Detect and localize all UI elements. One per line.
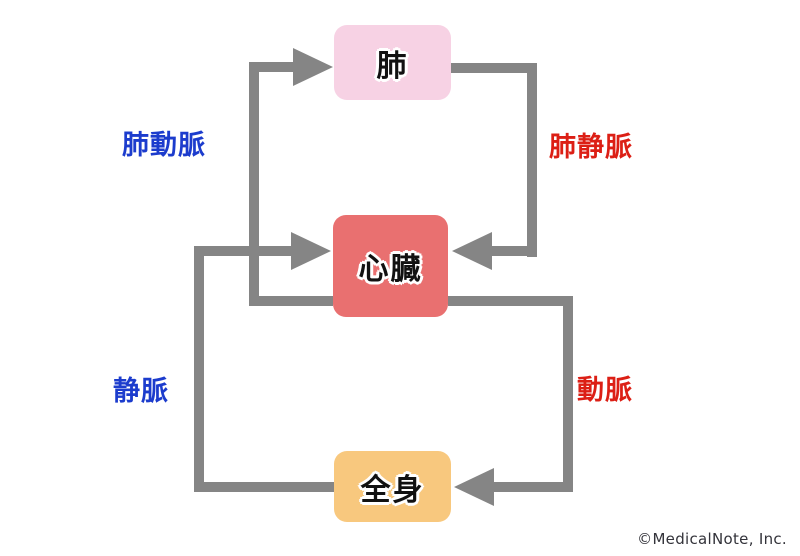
- node-heart: 心臓: [333, 215, 448, 317]
- pulmonary-vein-line-bottom: [490, 246, 537, 256]
- artery-line-top: [448, 296, 573, 306]
- label-pulmonary-artery: 肺動脈: [122, 130, 206, 161]
- vein-line-bottom: [194, 482, 334, 492]
- label-artery: 動脈: [577, 375, 633, 406]
- vein-line-vertical: [194, 246, 204, 492]
- artery-line-vertical: [563, 296, 573, 492]
- vein-line-top: [194, 246, 292, 256]
- pulmonary-vein-arrow-icon: [452, 232, 492, 270]
- pulmonary-artery-line-top: [249, 62, 295, 72]
- node-lung-label: 肺: [376, 48, 409, 84]
- pulmonary-vein-line-vertical: [527, 63, 537, 257]
- label-pulmonary-vein: 肺静脈: [549, 132, 633, 163]
- pulmonary-artery-line-vertical: [249, 62, 259, 306]
- artery-arrow-icon: [454, 468, 494, 506]
- label-vein: 静脈: [113, 376, 169, 407]
- node-body-label: 全身: [360, 472, 425, 508]
- node-lung: 肺: [334, 25, 451, 100]
- pulmonary-vein-line-top: [451, 63, 537, 73]
- pulmonary-artery-arrow-icon: [293, 48, 333, 86]
- pulmonary-artery-line-bottom: [249, 296, 333, 306]
- vein-arrow-icon: [291, 232, 331, 270]
- node-heart-label: 心臓: [358, 252, 423, 287]
- artery-line-bottom: [493, 482, 573, 492]
- copyright-notice: ©MedicalNote, Inc.: [637, 530, 787, 548]
- node-body: 全身: [334, 451, 451, 522]
